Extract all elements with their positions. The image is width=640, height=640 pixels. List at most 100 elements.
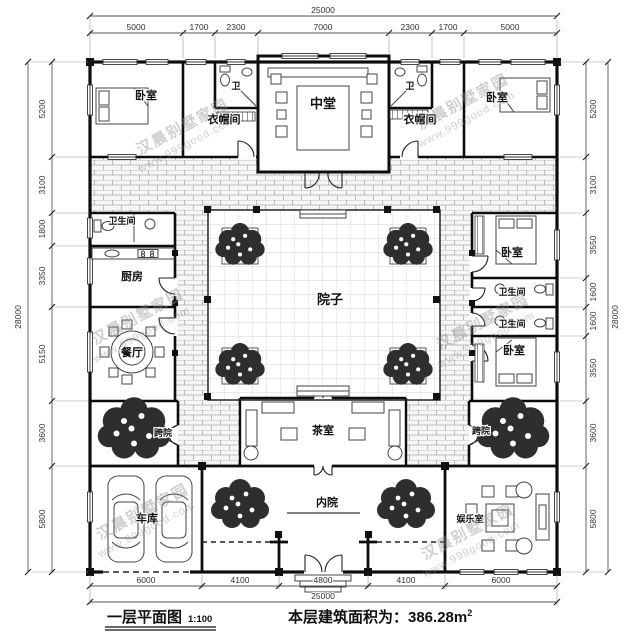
caption-area-sup: 2 (467, 608, 472, 618)
room-labels: 卧室 衣帽间 卫 中堂 卫 衣帽间 卧室 卫生间 厨房 餐厅 院子 卧室 卫生间… (107, 80, 526, 526)
main-gate (294, 554, 352, 593)
dim-right-seg: 1600 (588, 311, 598, 330)
hall-south-door-right (327, 171, 343, 189)
dim-right: 5200 3100 3550 1600 1600 3550 3600 5800 … (587, 98, 621, 529)
room-label-side-yard-left: 跨院 (154, 427, 172, 438)
room-label-kitchen: 厨房 (121, 269, 143, 283)
room-label-bedroom-r1: 卧室 (501, 245, 523, 259)
dim-left: 5200 3100 1800 3350 5150 3600 5800 28000 (12, 98, 48, 529)
room-label-bath-r1: 卫生间 (498, 286, 525, 297)
dim-right-seg: 1600 (588, 282, 598, 301)
garage-cars (107, 475, 193, 563)
window-col-west (87, 84, 93, 523)
dim-left-total: 28000 (13, 305, 23, 329)
dim-right-seg: 3600 (588, 423, 598, 442)
dim-top: 25000 5000 1700 2300 7000 2300 1700 5000 (126, 4, 521, 33)
dim-top-seg: 7000 (314, 22, 333, 32)
hall-furniture (267, 67, 378, 151)
wardrobes (216, 109, 485, 383)
room-label-inner-yard: 内院 (316, 495, 338, 509)
extension-lines (31, 19, 605, 605)
columns (86, 58, 561, 576)
dimensions: 25000 5000 1700 2300 7000 2300 1700 5000… (12, 4, 621, 606)
dim-right-seg: 5200 (588, 99, 598, 118)
windows (87, 53, 560, 575)
dim-bottom-total: 25000 (311, 591, 335, 601)
room-label-dining: 餐厅 (120, 345, 143, 359)
dim-left-seg: 3600 (37, 423, 47, 442)
room-label-bath-r2: 卫生间 (498, 318, 525, 329)
room-label-courtyard: 院子 (317, 292, 343, 307)
dim-top-seg: 2300 (401, 22, 420, 32)
dim-left-seg: 5800 (37, 509, 47, 528)
room-label-garage: 车库 (136, 511, 158, 525)
side-yard-openings (167, 424, 480, 446)
dim-right-seg: 3100 (588, 175, 598, 194)
dim-right-total: 28000 (610, 305, 620, 329)
bed-bedroom-tl (95, 87, 149, 125)
dim-bottom: 6000 4100 4800 4100 6000 25000 (136, 574, 512, 602)
bed-bedroom-tr (499, 77, 551, 113)
caption-area-text: 本层建筑面积为：386.28m (288, 608, 467, 626)
dim-bottom-seg: 6000 (137, 575, 156, 585)
dining-table-set (99, 319, 165, 385)
dim-top-seg: 5000 (127, 22, 146, 32)
dim-left-seg: 1800 (37, 219, 47, 238)
kitchen-counter (91, 247, 175, 260)
dim-bottom-seg: 4100 (397, 575, 416, 585)
room-label-bedroom-r2: 卧室 (503, 343, 525, 357)
dim-left-seg: 3100 (37, 175, 47, 194)
dim-right-seg: 5800 (588, 509, 598, 528)
dim-bottom-seg: 4800 (314, 575, 333, 585)
dim-top-seg: 2300 (227, 22, 246, 32)
dim-top-seg: 5000 (501, 22, 520, 32)
caption: 一层平面图 1:100 本层建筑面积为：386.28m2 (105, 608, 472, 631)
caption-title: 一层平面图 (107, 609, 182, 626)
room-label-bedroom-tr: 卧室 (486, 90, 508, 104)
caption-area: 本层建筑面积为：386.28m2 (288, 608, 472, 626)
room-label-bedroom-tl: 卧室 (135, 88, 157, 102)
tea-room-walls (238, 396, 408, 466)
dim-bottom-seg: 4100 (231, 575, 250, 585)
rec-room-furniture (465, 481, 550, 555)
window-row-north (102, 53, 546, 65)
room-label-rec-room: 娱乐室 (456, 513, 483, 524)
dim-left-seg: 5200 (37, 99, 47, 118)
caption-underline (105, 626, 216, 631)
dim-top-seg: 1700 (439, 22, 458, 32)
window-col-east (554, 84, 560, 523)
courtyard-steps (287, 209, 360, 514)
room-label-bath-tl: 卫 (231, 81, 240, 91)
dim-top-total: 25000 (311, 5, 335, 15)
room-label-bath-tr: 卫 (405, 81, 414, 91)
dimension-lines (27, 15, 609, 603)
room-label-cloak-tr: 衣帽间 (404, 112, 437, 126)
bed-bedroom-r1 (495, 215, 537, 265)
window-row-south (107, 154, 548, 575)
caption-scale: 1:100 (188, 614, 212, 625)
room-label-bath-left: 卫生间 (108, 215, 135, 226)
dim-left-seg: 5150 (37, 344, 47, 363)
dim-left-seg: 3350 (37, 266, 47, 285)
room-label-hall: 中堂 (310, 96, 336, 111)
north-wing-walls (90, 62, 557, 159)
hall-south-door-left (304, 171, 320, 189)
room-label-side-yard-right: 跨院 (472, 425, 490, 436)
room-label-cloak-tl: 衣帽间 (208, 112, 241, 126)
dim-bottom-seg: 6000 (492, 575, 511, 585)
furniture (91, 65, 554, 563)
dim-right-seg: 3550 (588, 235, 598, 254)
dim-top-seg: 1700 (190, 22, 209, 32)
trees (97, 223, 550, 528)
room-label-tea-room: 茶室 (311, 423, 334, 437)
bathroom-fixtures (93, 65, 554, 330)
cloak-doors (237, 140, 419, 160)
west-wing-doors (158, 277, 178, 336)
garage-south-door (103, 569, 190, 575)
dim-right-seg: 3550 (588, 358, 598, 377)
tea-room-furniture (243, 401, 403, 461)
tea-south-door-right (322, 465, 333, 476)
dimension-ticks (24, 12, 612, 606)
